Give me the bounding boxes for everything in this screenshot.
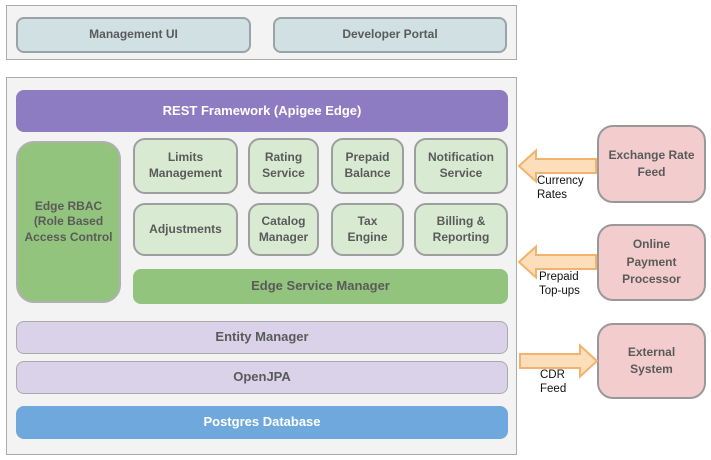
service-box-limits-management: Limits Management (133, 138, 238, 194)
external-system-box: External System (597, 323, 706, 399)
service-box-adjustments: Adjustments (133, 203, 238, 256)
service-box-prepaid-balance: Prepaid Balance (331, 138, 404, 194)
prepaid-topups-label: Prepaid Top-ups (539, 271, 580, 298)
developer-portal-box: Developer Portal (273, 17, 507, 53)
exchange-rate-feed-box: Exchange Rate Feed (597, 125, 706, 203)
management-ui-box: Management UI (16, 17, 251, 53)
online-payment-processor-box: Online Payment Processor (597, 224, 706, 301)
service-box-rating-service: Rating Service (248, 138, 319, 194)
service-box-tax-engine: Tax Engine (331, 203, 404, 256)
client-layer-container: Management UI Developer Portal (6, 5, 517, 60)
edge-rbac-box: Edge RBAC (Role Based Access Control (16, 141, 121, 303)
edge-service-manager-bar: Edge Service Manager (133, 269, 508, 304)
cdr-feed-label: CDR Feed (540, 369, 567, 396)
service-box-billing-reporting: Billing & Reporting (414, 203, 508, 256)
entity-manager-bar: Entity Manager (16, 321, 508, 354)
postgres-database-bar: Postgres Database (16, 406, 508, 439)
rest-framework-bar: REST Framework (Apigee Edge) (16, 90, 508, 132)
openjpa-bar: OpenJPA (16, 361, 508, 394)
platform-container: REST Framework (Apigee Edge) Edge RBAC (… (6, 77, 517, 455)
service-box-catalog-manager: Catalog Manager (248, 203, 319, 256)
currency-rates-label: Currency Rates (537, 175, 584, 202)
service-box-notification-service: Notification Service (414, 138, 508, 194)
